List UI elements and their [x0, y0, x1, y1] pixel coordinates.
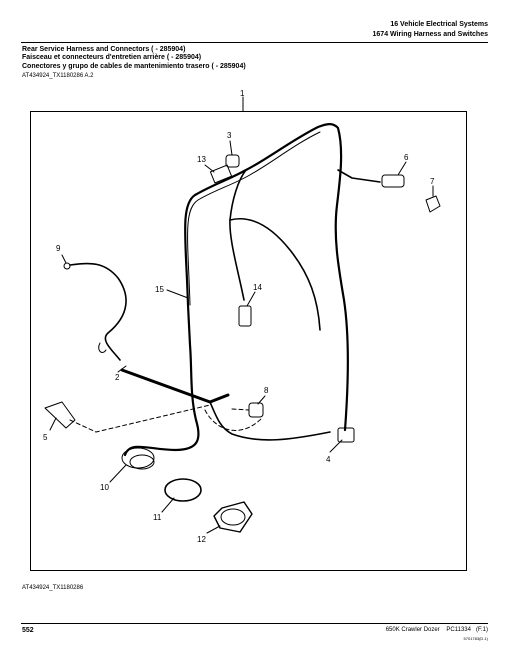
connector-10-inner [129, 454, 155, 470]
callout-6: 6 [404, 153, 409, 162]
nut-12-bore [220, 508, 246, 526]
leader-9 [61, 254, 67, 264]
seal-11 [164, 478, 202, 502]
harness-branch-loop [229, 218, 321, 331]
connector-14 [238, 305, 252, 327]
clip-7 [425, 195, 441, 213]
leader-5 [49, 417, 57, 431]
connector-4 [337, 427, 355, 443]
footer-model: 650K Crawler Dozer [385, 627, 440, 633]
callout-12: 12 [197, 535, 206, 544]
callout-4: 4 [326, 455, 331, 464]
page-number: 552 [22, 627, 34, 634]
connector-3 [225, 154, 240, 168]
harness-main-right [184, 123, 349, 432]
callout-3: 3 [227, 131, 232, 140]
callout-1: 1 [240, 89, 245, 98]
footer-code: 5701783(D.1) [463, 636, 488, 641]
callout-7: 7 [430, 177, 435, 186]
clip-left [98, 342, 107, 353]
callout-5: 5 [43, 433, 48, 442]
dashed-5 [69, 404, 211, 433]
callout-2: 2 [115, 373, 120, 382]
dashed-8 [231, 408, 250, 411]
harness-branch-9 [69, 262, 127, 361]
harness-branch-mid [229, 169, 247, 301]
leader-2 [117, 365, 127, 373]
header-rule [21, 42, 488, 43]
connector-13 [209, 164, 233, 184]
connector-5 [44, 401, 76, 429]
callout-14: 14 [253, 283, 262, 292]
footer-rule [21, 623, 488, 624]
leader-8 [257, 395, 266, 405]
connector-6 [381, 174, 405, 188]
title-spanish: Conectores y grupo de cables de mantenim… [22, 62, 246, 70]
dashed-10 [204, 409, 263, 431]
leader-14 [246, 291, 256, 307]
section-title: 16 Vehicle Electrical Systems [390, 21, 488, 28]
figure-titles: Rear Service Harness and Connectors ( - … [22, 46, 402, 71]
leader-13 [204, 164, 215, 173]
harness-branch-6 [337, 169, 381, 183]
terminal-9 [63, 262, 71, 270]
footer-manual: PC11334 [446, 627, 471, 633]
harness-main-right-2 [187, 131, 321, 306]
footer-info: 650K Crawler Dozer PC11334 (F.1) [386, 627, 488, 633]
leader-3 [229, 140, 233, 156]
figure-id-bottom: AT434924_TX1180286 [22, 585, 84, 591]
leader-11 [161, 497, 175, 513]
title-french: Faisceau et connecteurs d'entretien arri… [22, 54, 202, 62]
callout-10: 10 [100, 483, 109, 492]
figure-frame [30, 111, 467, 571]
callout-8: 8 [264, 386, 269, 395]
connector-10 [121, 447, 155, 469]
leader-6 [397, 161, 407, 176]
callout-11: 11 [153, 513, 162, 522]
title-english: Rear Service Harness and Connectors ( - … [22, 46, 186, 53]
callout-15: 15 [155, 285, 164, 294]
harness-cross [120, 368, 230, 404]
callout-13: 13 [197, 155, 206, 164]
connector-8 [248, 402, 264, 418]
nut-12 [213, 501, 253, 533]
subsection-title: 1674 Wiring Harness and Switches [372, 31, 488, 38]
footer-revision: (F.1) [476, 627, 488, 633]
leader-12 [206, 525, 221, 534]
harness-drop [123, 303, 200, 457]
leader-15 [166, 289, 189, 299]
figure-id-top: AT434924_TX1180286 A.2 [22, 73, 94, 79]
harness-branch-4 [209, 401, 331, 441]
leader-10 [109, 464, 127, 483]
callout-9: 9 [56, 244, 61, 253]
leader-4 [329, 439, 343, 453]
section-heading: 16 Vehicle Electrical Systems 1674 Wirin… [228, 20, 488, 40]
